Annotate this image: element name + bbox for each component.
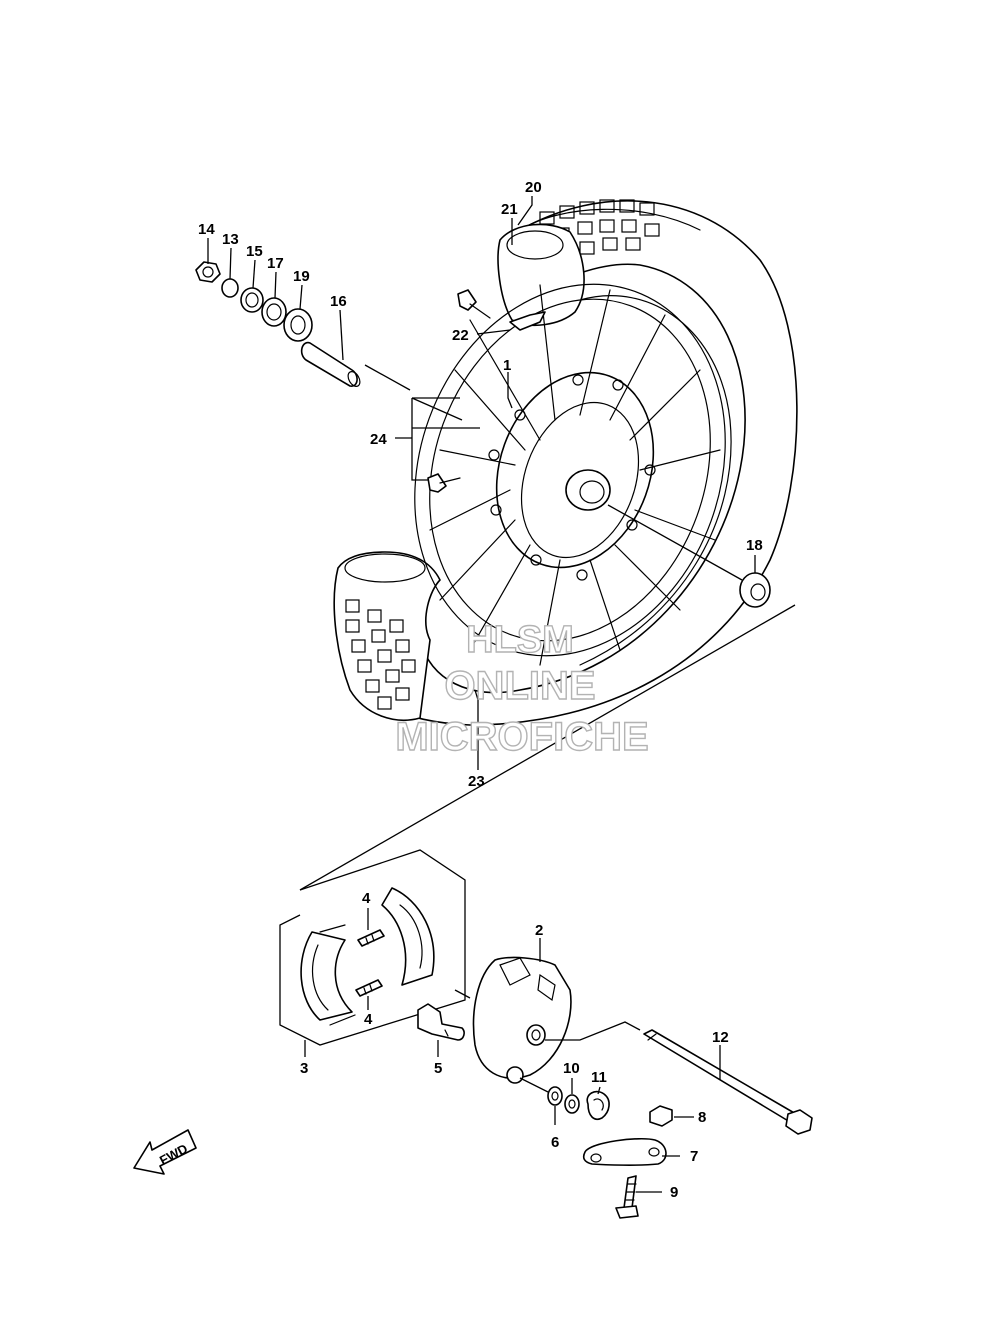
callout-13: 13 xyxy=(222,231,239,248)
clip-part-11 xyxy=(586,1090,610,1120)
forward-direction-arrow: FWD xyxy=(133,1129,197,1175)
callout-16: 16 xyxy=(330,293,347,310)
hub-bolts-part-24 xyxy=(395,289,491,493)
cam-lever-part-7 xyxy=(582,1137,667,1166)
rim-band-part-22 xyxy=(509,311,546,331)
watermark-line-1: HLSM xyxy=(466,619,574,661)
washer-part-13 xyxy=(221,278,239,298)
panel-axle-line xyxy=(545,1021,641,1041)
tire-part-20 xyxy=(333,199,798,726)
callout-5: 5 xyxy=(434,1060,442,1077)
callout-8: 8 xyxy=(698,1109,706,1126)
spring-part-4-lower xyxy=(355,979,383,997)
callout-21: 21 xyxy=(501,201,518,218)
nut-part-8 xyxy=(649,1105,673,1127)
callout-14: 14 xyxy=(198,221,215,238)
callout-4-upper: 4 xyxy=(362,890,371,907)
callout-15: 15 xyxy=(246,243,263,260)
spacer-nut-part-14 xyxy=(195,261,221,283)
wheel-rim-part-1 xyxy=(414,283,726,666)
assembly-line xyxy=(299,604,796,891)
bearing-part-19 xyxy=(283,308,313,342)
callout-7: 7 xyxy=(690,1148,698,1165)
callout-2: 2 xyxy=(535,922,543,939)
cam-alignment-line xyxy=(454,989,471,999)
callout-24: 24 xyxy=(370,431,387,448)
callout-3: 3 xyxy=(300,1060,308,1077)
brake-panel-part-2 xyxy=(472,956,572,1084)
washer-part-10 xyxy=(564,1094,580,1114)
callout-10: 10 xyxy=(563,1060,580,1077)
watermark: HLSM ONLINE MICROFICHE xyxy=(395,618,650,759)
spacer-tube-part-16 xyxy=(300,341,361,387)
callout-19: 19 xyxy=(293,268,310,285)
watermark-line-3: MICROFICHE xyxy=(395,715,648,759)
callout-20: 20 xyxy=(525,179,542,196)
callout-23: 23 xyxy=(468,773,485,790)
callout-6: 6 xyxy=(551,1134,559,1151)
callout-11: 11 xyxy=(591,1069,607,1086)
callout-4-lower: 4 xyxy=(364,1011,373,1028)
brake-shoe-group-part-3 xyxy=(279,849,466,1046)
callout-17: 17 xyxy=(267,255,284,272)
bolt-part-9 xyxy=(615,1175,639,1219)
washer-part-6 xyxy=(547,1086,563,1106)
circlip-part-17 xyxy=(261,297,287,327)
washer-alignment-line xyxy=(519,1077,549,1093)
watermark-line-2: ONLINE xyxy=(444,664,595,708)
callout-9: 9 xyxy=(670,1184,678,1201)
callout-22: 22 xyxy=(452,327,469,344)
leader-lines xyxy=(207,196,756,1193)
brake-cam-part-5 xyxy=(417,1003,465,1041)
callout-12: 12 xyxy=(712,1029,729,1046)
axle-line-right xyxy=(607,504,743,581)
callout-labels: 1 2 3 4 4 5 6 7 8 9 10 11 12 13 14 15 16… xyxy=(198,179,763,1201)
bearing-part-18 xyxy=(739,572,771,608)
axle-alignment-line xyxy=(364,364,411,391)
callout-1: 1 xyxy=(503,357,511,374)
callout-18: 18 xyxy=(746,537,763,554)
spring-part-4-upper xyxy=(357,929,385,947)
oil-seal-part-15 xyxy=(240,287,264,313)
